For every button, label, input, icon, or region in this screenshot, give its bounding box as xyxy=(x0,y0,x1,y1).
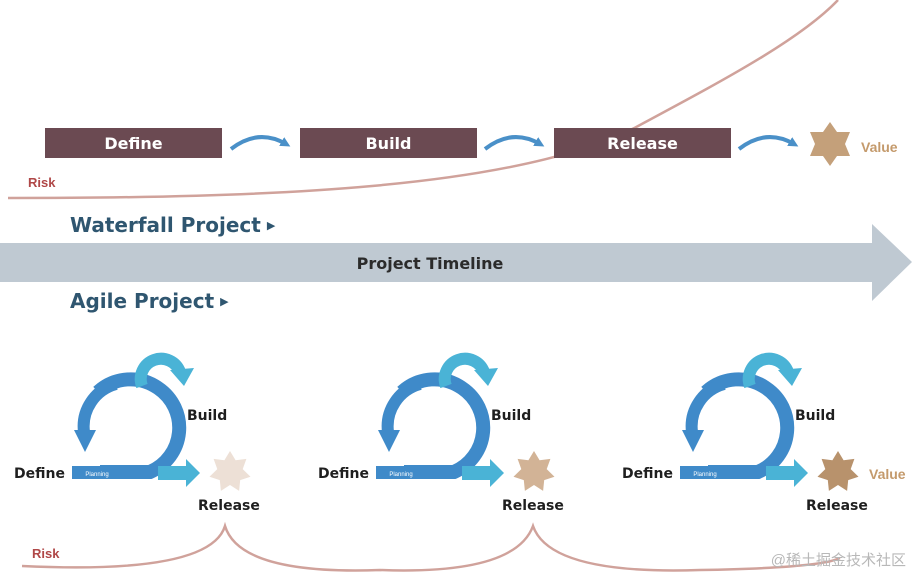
planning-bar xyxy=(680,466,730,479)
agile-value-label: Value xyxy=(869,466,906,482)
waterfall-step-define: Define xyxy=(45,128,222,158)
cycle-1-release: Release xyxy=(198,498,260,514)
waterfall-title-text: Waterfall Project xyxy=(70,213,261,237)
cycle-3-release: Release xyxy=(806,498,868,514)
cycle-2-release: Release xyxy=(502,498,564,514)
cycle-inner-arc xyxy=(685,378,726,433)
waterfall-step-release: Release xyxy=(554,128,731,158)
waterfall-step-label: Release xyxy=(607,133,678,153)
waterfall-step-label: Build xyxy=(365,133,412,153)
agile-title: Agile Project ▶ xyxy=(70,289,229,313)
hook-arrow-icon xyxy=(778,368,802,386)
chevron-down-icon xyxy=(74,430,96,452)
cycle-top-hook xyxy=(438,352,490,389)
release-star xyxy=(209,451,251,491)
chevron-down-icon xyxy=(682,430,704,452)
cycle-inner-arc xyxy=(77,378,118,433)
agile-title-text: Agile Project xyxy=(70,289,215,313)
cycle-2-build: Build xyxy=(491,408,532,424)
waterfall-value-label: Value xyxy=(861,139,898,155)
agile-cycle-2: Planning xyxy=(376,352,555,491)
arrow-build-release xyxy=(483,135,545,151)
release-star xyxy=(817,451,859,491)
cycle-output-arrow xyxy=(766,459,808,487)
waterfall-risk-curve xyxy=(7,0,839,200)
planning-label: Planning xyxy=(85,472,108,478)
hook-arrow-icon xyxy=(474,368,498,386)
cycle-3-define: Define xyxy=(622,466,673,482)
waterfall-step-label: Define xyxy=(104,133,163,153)
cycle-loop-arc xyxy=(397,372,491,479)
cycle-top-hook xyxy=(742,352,794,389)
planning-bar xyxy=(376,466,426,479)
agile-risk-curve xyxy=(21,521,841,572)
cycle-top-hook xyxy=(134,352,186,389)
cycle-output-arrow xyxy=(158,459,200,487)
hook-arrow-icon xyxy=(170,368,194,386)
cycle-output-arrow xyxy=(462,459,504,487)
cycle-3-build: Build xyxy=(795,408,836,424)
waterfall-risk-label: Risk xyxy=(28,175,56,190)
triangle-right-icon: ▶ xyxy=(220,295,229,308)
agile-cycle-3: Planning xyxy=(680,352,859,491)
timeline-label: Project Timeline xyxy=(356,254,504,273)
value-star xyxy=(810,122,850,166)
agile-risk-label: Risk xyxy=(32,546,60,561)
cycle-inner-arc xyxy=(381,378,422,433)
planning-bar xyxy=(72,466,122,479)
timeline-arrow xyxy=(0,224,912,301)
cycle-2-define: Define xyxy=(318,466,369,482)
release-star xyxy=(513,451,555,491)
triangle-right-icon: ▶ xyxy=(266,219,276,232)
agile-cycle-1: Planning xyxy=(72,352,251,491)
planning-label: Planning xyxy=(693,472,716,478)
waterfall-step-build: Build xyxy=(300,128,477,158)
arrow-release-value xyxy=(737,135,799,151)
cycle-1-build: Build xyxy=(187,408,228,424)
cycle-loop-arc xyxy=(701,372,795,479)
arrow-define-build xyxy=(229,135,291,151)
watermark: @稀土掘金技术社区 xyxy=(770,552,906,569)
cycle-loop-arc xyxy=(93,372,187,479)
waterfall-title: Waterfall Project ▶ xyxy=(70,213,275,237)
cycle-1-define: Define xyxy=(14,466,65,482)
chevron-down-icon xyxy=(378,430,400,452)
planning-label: Planning xyxy=(389,472,412,478)
